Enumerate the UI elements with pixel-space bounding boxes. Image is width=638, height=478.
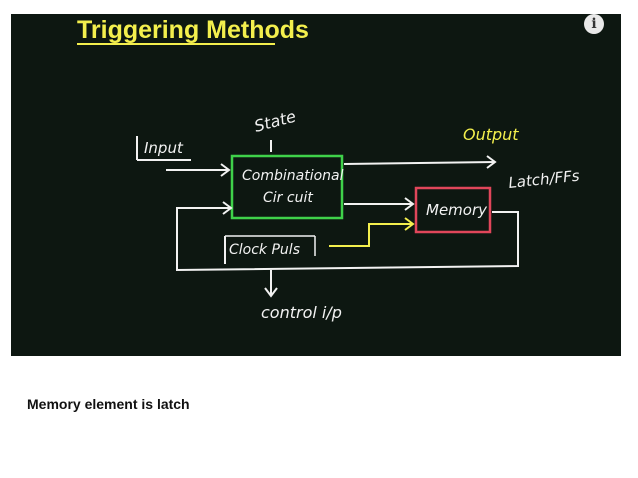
combinational-circuit-box	[230, 154, 344, 220]
combinational-label-line2: Cir cuit	[263, 190, 313, 206]
feedback-loop	[176, 207, 519, 272]
input-label: Input	[144, 139, 184, 157]
state-label: State	[252, 107, 298, 136]
diagram-canvas: Triggering Methods Input State Combinati…	[77, 16, 581, 322]
diagram-title: Triggering Methods	[77, 16, 309, 44]
clock-pulse-label: Clock Puls	[229, 242, 300, 258]
memory-box	[414, 186, 492, 234]
control-ip-label: control i/p	[261, 303, 342, 322]
output-label: Output	[463, 125, 519, 144]
memory-label: Memory	[426, 201, 488, 219]
combinational-label-line1: Combinational	[242, 168, 344, 184]
caption: Memory element is latch	[27, 396, 190, 412]
output-arrow	[343, 161, 496, 165]
diagram-board: Triggering Methods Input State Combinati…	[11, 14, 621, 356]
latch-ff-label: Latch/FFs	[508, 167, 581, 192]
info-icon[interactable]: i	[584, 14, 604, 34]
clock-path	[329, 223, 413, 247]
